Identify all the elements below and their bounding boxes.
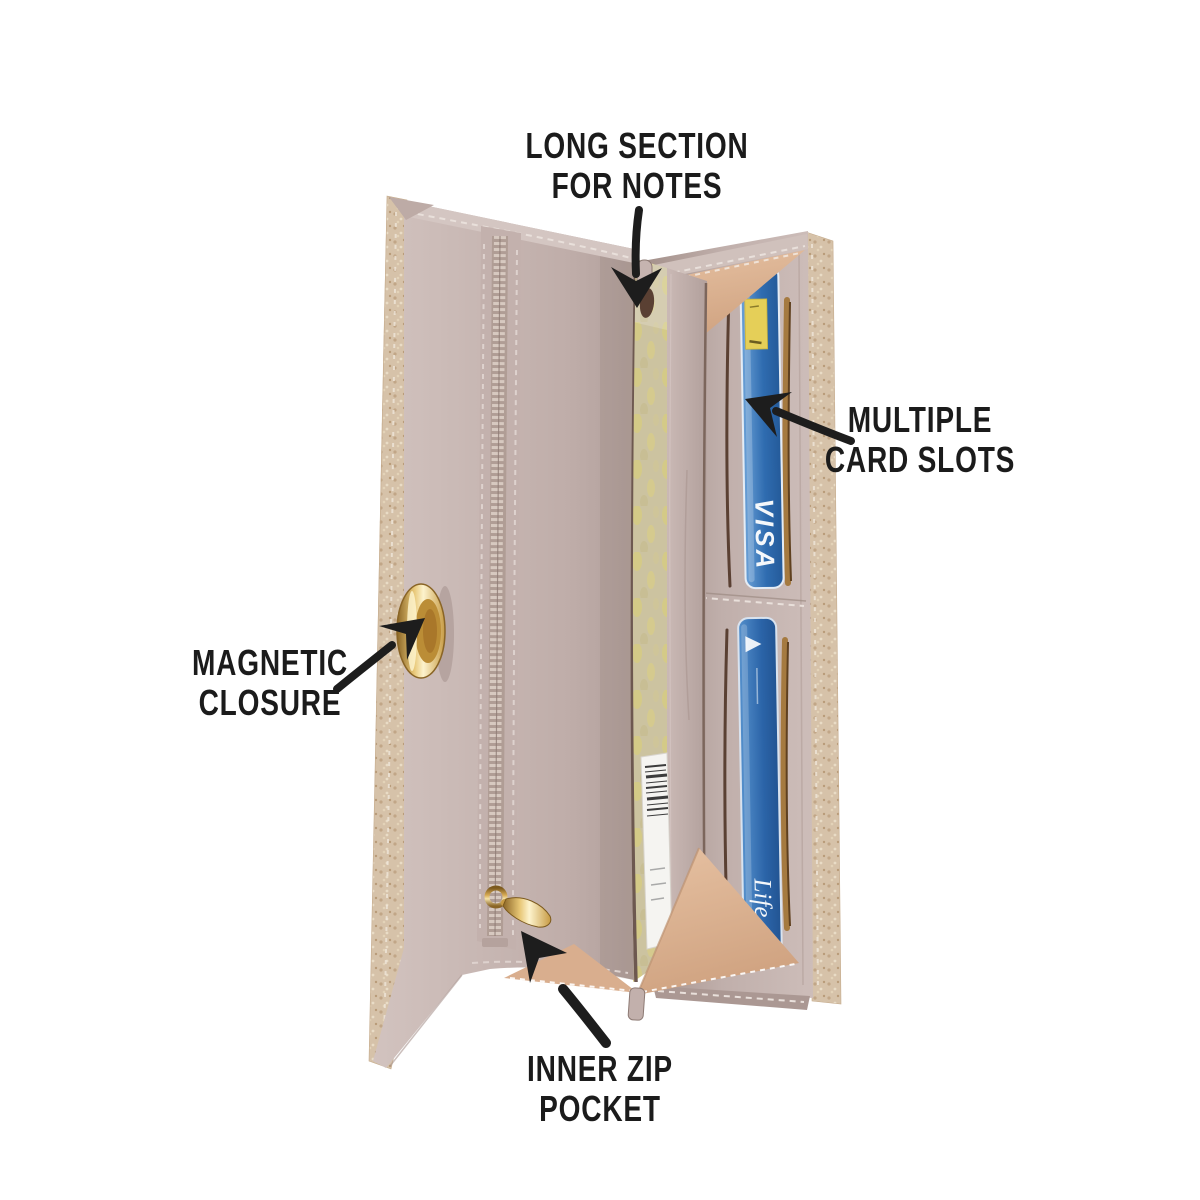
annotation-label-long-section: LONG SECTION FOR NOTES [473,126,801,206]
price-tag-barcode [644,764,669,817]
annotation-line: MULTIPLE [847,399,993,440]
arrow-card-slots [745,392,855,445]
zipper [477,226,552,950]
arrow-long-section [611,206,662,308]
visa-card: VISA [739,264,785,590]
annotation-label-inner-zip: INNER ZIP POCKET [436,1049,764,1129]
annotation-line: INNER ZIP [527,1048,673,1089]
annotation-line: CARD SLOTS [824,439,1016,480]
life-card: Life [737,616,783,960]
annotation-line: LONG SECTION [525,125,749,166]
annotation-line: FOR NOTES [551,165,723,206]
annotation-label-card-slots: MULTIPLE CARD SLOTS [756,400,1084,480]
left-flap [373,197,634,1068]
annotation-line: CLOSURE [198,682,342,723]
bottom-gusset [504,847,799,1021]
arrow-magnetic-closure [333,618,425,693]
notes-divider [667,268,707,976]
card-sticker [744,298,768,350]
visa-card-label: VISA [749,498,780,571]
arrow-inner-zip [521,931,611,1048]
price-tag [640,752,673,950]
annotation-label-magnetic-closure: MAGNETIC CLOSURE [106,643,434,723]
bottom-tab [627,987,646,1021]
annotation-line: MAGNETIC [192,642,348,683]
annotation-line: POCKET [539,1088,661,1129]
life-card-logo [745,636,762,653]
zipper-pull [484,885,552,928]
